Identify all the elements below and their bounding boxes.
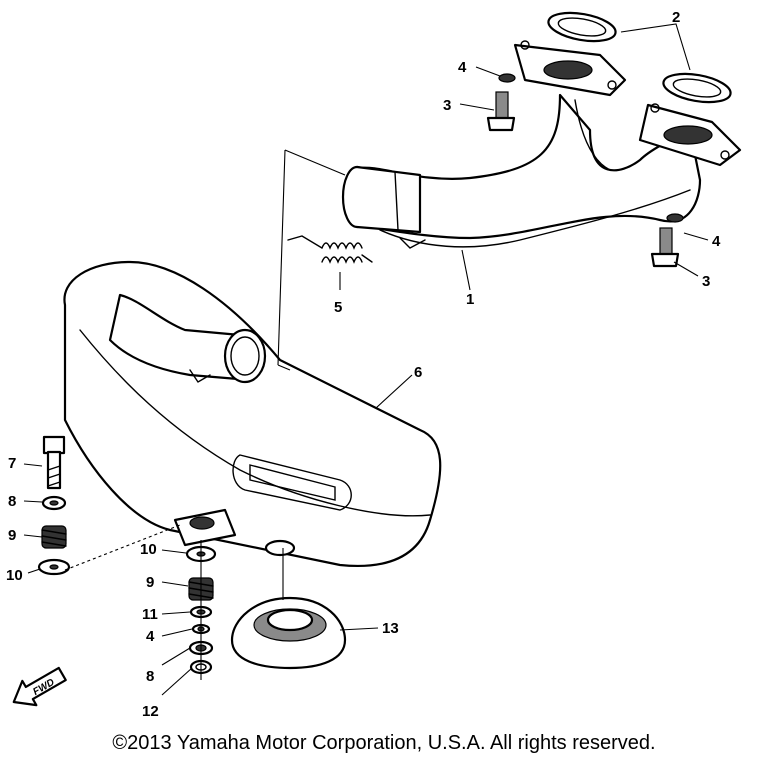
exhaust-port-flange-lower [638,103,742,167]
washer-left-10 [37,558,71,576]
callout-13: 13 [382,620,399,637]
callout-4b: 4 [712,233,721,250]
callout-3b: 3 [702,273,710,290]
muffler [63,260,442,567]
rubber-grommet [230,596,347,670]
callout-10b: 10 [140,541,157,558]
gasket-lower [662,72,732,104]
lock-washer-lower [666,213,684,223]
assembly-guides [64,149,346,680]
callout-4a: 4 [458,59,467,76]
spring-left-9 [41,525,67,549]
callout-2: 2 [672,9,680,26]
fwd-arrow-icon: FWD [12,666,67,707]
callout-12: 12 [142,703,159,720]
callout-11: 11 [142,606,158,623]
callout-4c: 4 [146,628,155,645]
copyright-notice: ©2013 Yamaha Motor Corporation, U.S.A. A… [112,732,656,754]
callout-8a: 8 [8,493,16,510]
callout-leaders [23,23,709,696]
exhaust-spring [287,235,373,264]
callout-9b: 9 [146,574,154,591]
callout-5: 5 [334,299,342,316]
fwd-label: FWD [31,677,56,698]
washer-left-8 [41,495,67,511]
callout-labels: 2 4 3 4 3 1 5 6 7 8 9 10 10 9 11 4 8 12 … [6,9,721,720]
callout-1: 1 [466,291,474,308]
callout-3a: 3 [443,97,451,114]
lock-washer-upper [498,73,516,83]
exhaust-port-flange-upper [513,40,627,97]
bolt-upper [486,91,516,132]
callout-9a: 9 [8,527,16,544]
exhaust-manifold [341,93,702,249]
gasket-upper [547,11,617,43]
callout-7: 7 [8,455,16,472]
bolt-lower [650,227,680,268]
callout-6: 6 [414,364,422,381]
callout-8b: 8 [146,668,154,685]
mount-bolt [42,435,66,490]
callout-10a: 10 [6,567,23,584]
